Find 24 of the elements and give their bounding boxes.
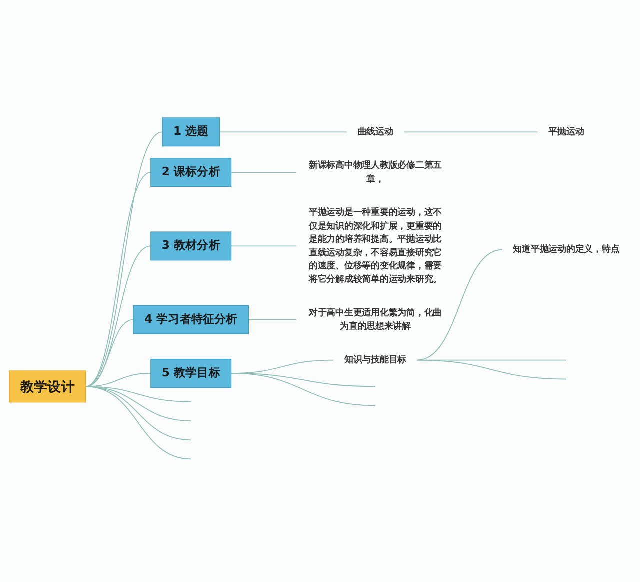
node-text: 新课标高中物理人教版必修二第五章，: [309, 160, 442, 184]
connector-line: [85, 172, 152, 388]
connector-line: [230, 172, 297, 173]
connector-line: [85, 386, 192, 460]
connector-line: [230, 373, 376, 406]
node-text: 知识与技能目标: [344, 354, 407, 366]
connector-line: [85, 386, 192, 402]
connector-line: [230, 246, 297, 247]
connector-line: [417, 360, 567, 380]
node-box: 4 学习者特征分析: [133, 305, 249, 334]
node-box: 教学设计: [9, 370, 86, 403]
connector-line: [248, 319, 297, 320]
connector-line: [417, 249, 503, 361]
node-box: 5 教学目标: [150, 358, 232, 388]
node-text: 对于高中生更适用化繁为简，化曲为直的思想来讲解: [309, 308, 442, 332]
connector-line: [219, 132, 348, 133]
connector-line: [404, 132, 538, 133]
node-text: 知道平抛运动的定义，特点: [513, 244, 620, 255]
node-box: 2 课标分析: [150, 158, 232, 188]
node-box: 1 选题: [162, 118, 220, 147]
node-text: 平抛运动是一种重要的运动，这不仅是知识的深化和扩展，更重要的是能力的培养和提高。平抛运动比直线运动复杂，不容易直接研究它的速度、位移等的变化规律，需要将它分解成较简单的运动来研究。: [309, 208, 442, 284]
node-box: 3 教材分析: [150, 232, 232, 261]
node-text: 曲线运动: [358, 126, 394, 138]
node-text: 平抛运动: [548, 126, 584, 138]
